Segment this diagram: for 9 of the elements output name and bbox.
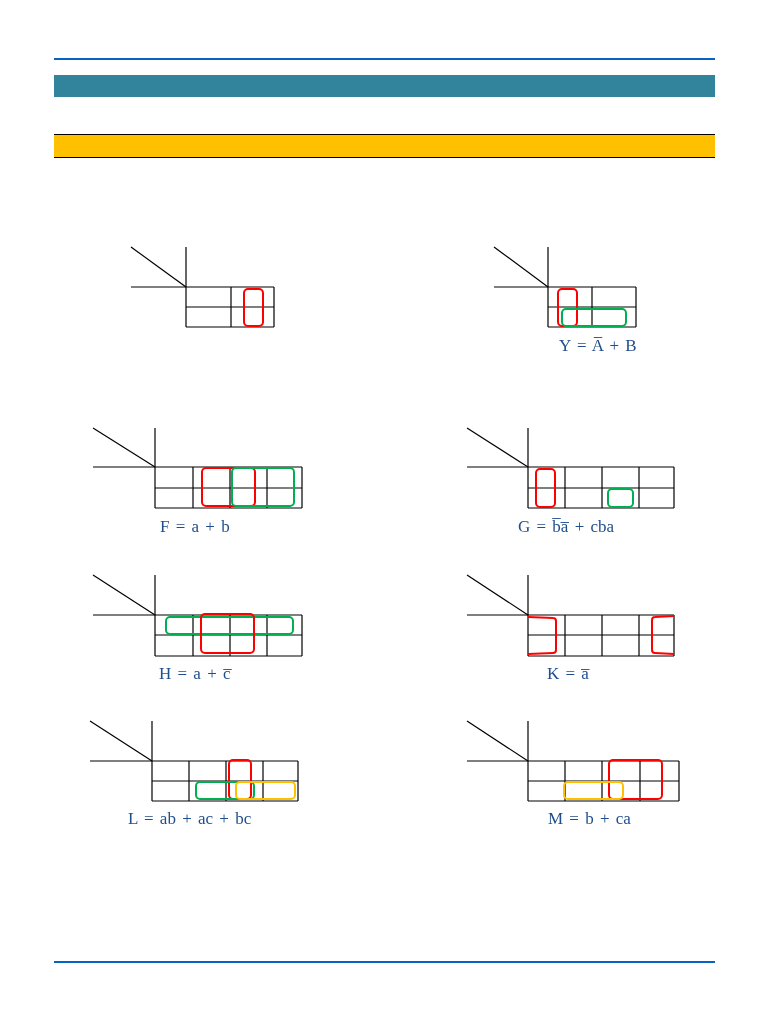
header-band xyxy=(54,75,715,97)
equation: K = a̅ xyxy=(547,664,589,684)
equation: G = b̅a̅ + cba xyxy=(518,517,615,537)
equation: F = a + b xyxy=(160,517,230,537)
equation: L = ab + ac + bc xyxy=(128,809,252,829)
equation: Y = A̅ + B xyxy=(559,336,637,356)
equation: H = a + c̅ xyxy=(159,664,231,684)
section-band xyxy=(54,134,715,158)
equation: M = b + ca xyxy=(548,809,631,829)
